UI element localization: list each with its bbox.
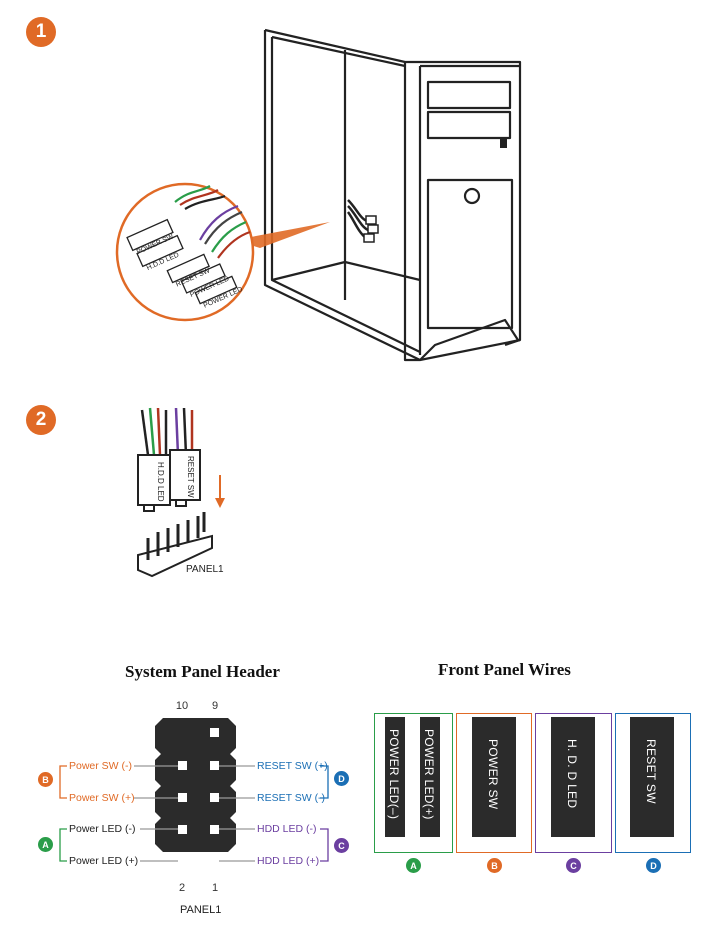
bubble-label-hdd-led: H.D.D LED: [146, 252, 180, 272]
front-panel-wires-title: Front Panel Wires: [438, 660, 571, 679]
bracket-d: [320, 765, 329, 799]
badge-a-wires: A: [406, 858, 421, 873]
badge-d-wires: D: [646, 858, 661, 873]
badge-a-header: A: [38, 837, 53, 852]
pin-3: [210, 825, 219, 834]
panel1-label-step2: PANEL1: [186, 564, 224, 575]
wire-group-c-box: [535, 713, 612, 853]
badge-b-wires-text: B: [491, 860, 498, 871]
label-hdd-led-plus: HDD LED (+): [257, 855, 320, 867]
wire-label-hdd-led: H. D. D LED: [565, 739, 579, 809]
label-power-sw-plus: Power SW (+): [69, 792, 135, 804]
step-2-number: 2: [35, 409, 47, 430]
connector-label-hdd-led: H.D.D LED: [156, 462, 165, 502]
pin-5: [210, 793, 219, 802]
wire-label-power-sw: POWER SW: [486, 739, 500, 810]
label-power-led-plus: Power LED (+): [69, 855, 139, 867]
label-hdd-led-minus: HDD LED (-): [257, 823, 317, 835]
badge-b-header: B: [38, 772, 53, 787]
badge-a-text: A: [42, 839, 49, 850]
bracket-b: [59, 765, 67, 799]
badge-c-header: C: [334, 838, 349, 853]
badge-d-header: D: [334, 771, 349, 786]
pin-8: [178, 761, 187, 770]
insert-arrow-icon: [215, 498, 225, 508]
wire-group-d-box: [615, 713, 691, 853]
system-panel-header-diagram: [59, 718, 329, 865]
connector-illustration: H.D.D LED RESET SW: [137, 407, 225, 578]
power-led-plus-plug: POWER LED(+): [420, 717, 440, 837]
hdd-led-plug: H. D. D LED: [551, 717, 595, 837]
system-panel-header-title: System Panel Header: [125, 662, 280, 681]
label-reset-sw-minus: RESET SW (-): [257, 792, 326, 804]
pin-9: [210, 728, 219, 737]
wire-label-power-led-plus: POWER LED(+): [422, 729, 436, 820]
step-1-badge: 1: [26, 17, 56, 47]
wire-group-b-box: [456, 713, 532, 853]
pin-number-2: 2: [178, 882, 186, 894]
callout-labels-layer: POWER SW H.D.D LED RESET SW POWER LED PO…: [136, 233, 244, 309]
badge-a-wires-text: A: [410, 860, 417, 871]
pin-number-9: 9: [211, 700, 219, 712]
panel1-label: PANEL1: [180, 904, 222, 916]
step-1-number: 1: [35, 21, 47, 42]
pin-7: [210, 761, 219, 770]
bubble-label-power-sw: POWER SW: [136, 233, 175, 256]
connector-label-reset-sw: RESET SW: [186, 456, 195, 498]
label-power-sw-minus: Power SW (-): [69, 760, 132, 772]
step-2-badge: 2: [26, 405, 56, 435]
badge-b-wires: B: [487, 858, 502, 873]
header-body: [155, 718, 236, 852]
pin-number-1: 1: [211, 882, 219, 894]
label-power-led-minus: Power LED (-): [69, 823, 136, 835]
badge-b-text: B: [42, 774, 49, 785]
reset-sw-plug: RESET SW: [630, 717, 674, 837]
wire-label-power-led-minus: POWER LED(–): [387, 729, 401, 820]
pin-number-10: 10: [175, 700, 189, 712]
power-led-minus-plug: POWER LED(–): [385, 717, 405, 837]
bracket-a: [59, 828, 67, 862]
pin-2: [178, 825, 187, 834]
label-reset-sw-plus: RESET SW (+): [257, 760, 328, 772]
wire-group-a-box: [374, 713, 453, 853]
badge-d-text: D: [338, 773, 345, 784]
badge-c-wires-text: C: [570, 860, 577, 871]
badge-d-wires-text: D: [650, 860, 657, 871]
badge-c-text: C: [338, 840, 345, 851]
wire-label-reset-sw: RESET SW: [644, 739, 658, 804]
bracket-c: [320, 828, 329, 862]
badge-c-wires: C: [566, 858, 581, 873]
pc-case-illustration: [115, 28, 522, 362]
pin-6: [178, 793, 187, 802]
power-sw-plug: POWER SW: [472, 717, 516, 837]
